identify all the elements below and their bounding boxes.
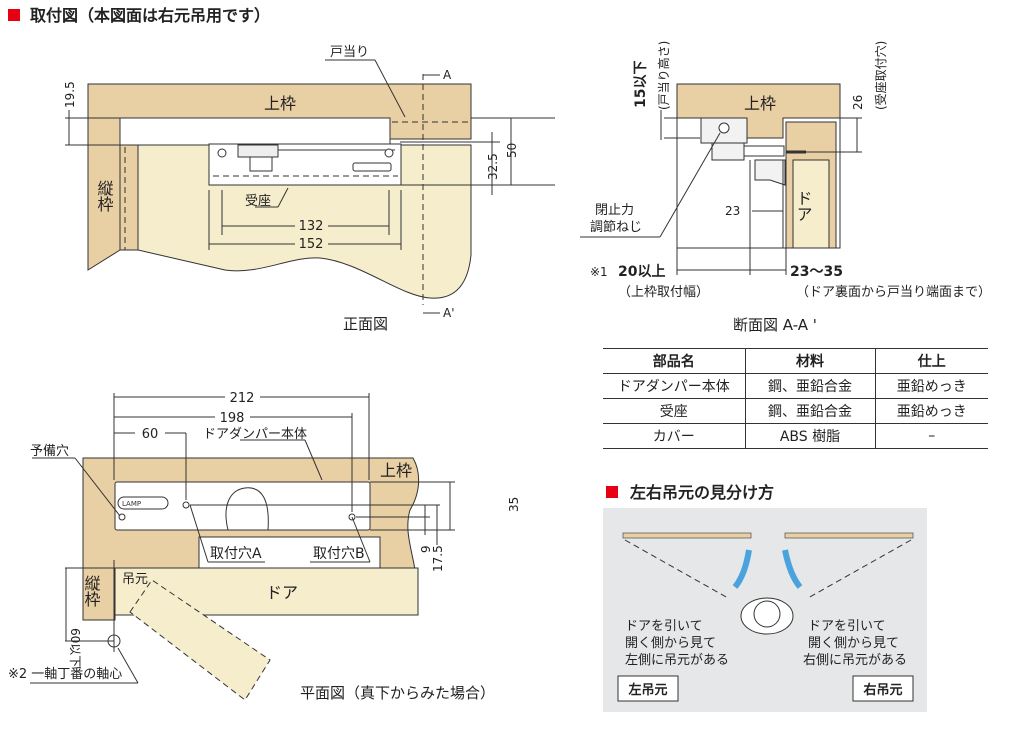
header-material: 材料 (744, 348, 875, 374)
dim-offset-23: 23 (725, 204, 740, 218)
label-receiver: 受座 (245, 194, 271, 209)
dim-19-5: 19.5 (63, 81, 77, 108)
dim-60: 60 (142, 427, 159, 442)
right-hand-badge: 右吊元 (862, 682, 902, 698)
adjust-screw-icon (718, 122, 730, 134)
front-view-heading: 取付図（本図面は右元吊用です） (30, 6, 270, 25)
spec-table: 部品名 材料 仕上 ドアダンパー本体 鋼、亜鉛合金 亜鉛めっき 受座 鋼、亜鉛合… (603, 348, 988, 449)
note-mark-1: ※1 (590, 265, 608, 279)
right-line-2: 開く側から見て (808, 636, 899, 651)
cell-material: 鋼、亜鉛合金 (744, 398, 875, 424)
front-view: 上枠 縦枠 戸当り 受座 A A' 132 152 19.5 32.5 50 正… (63, 45, 555, 333)
plan-label-top-frame: 上枠 (380, 461, 412, 480)
label-section-a-prime: A' (443, 306, 455, 320)
section-label-top-frame: 上枠 (744, 94, 776, 113)
right-line-3: 右側に吊元がある (803, 653, 907, 668)
cell-finish: 亜鉛めっき (874, 398, 988, 424)
heading-marker-icon (606, 486, 618, 498)
table-row: 受座 鋼、亜鉛合金 亜鉛めっき (603, 398, 988, 424)
cell-material: ABS 樹脂 (744, 423, 875, 449)
damper-cover (119, 117, 391, 146)
hand-guide-heading: 左右吊元の見分け方 (629, 483, 774, 502)
dim-60-max: 60以下 (68, 628, 82, 667)
section-view: 上枠 ドア 閉止力 調節ねじ 15以下 (戸当り高さ) 26 (受座取付穴) 2… (580, 41, 991, 334)
table-row: カバー ABS 樹脂 – (603, 423, 988, 449)
screw-icon (217, 148, 227, 158)
label-section-a: A (443, 68, 452, 82)
plan-view-caption: 平面図（真下からみた場合） (300, 684, 495, 702)
label-door-stop: 戸当り (330, 45, 369, 60)
left-line-1: ドアを引いて (625, 619, 703, 634)
label-screw-line1: 閉止力 (595, 203, 634, 218)
dim-17-5: 17.5 (431, 545, 445, 572)
side-frame-inner (119, 144, 139, 251)
cell-part: 受座 (603, 398, 745, 424)
cell-part: ドアダンパー本体 (603, 373, 745, 399)
spare-hole-icon (118, 513, 126, 521)
dim-stop-height-note: (戸当り高さ) (656, 41, 671, 110)
dim-212: 212 (230, 391, 255, 406)
cell-finish: 亜鉛めっき (874, 373, 988, 399)
dim-range: 23〜35 (790, 264, 843, 280)
section-top-frame (676, 83, 841, 139)
label-damper-body: ドアダンパー本体 (203, 427, 307, 442)
table-header-row: 部品名 材料 仕上 (603, 348, 988, 374)
header-part: 部品名 (603, 348, 745, 374)
section-view-caption: 断面図 A-A ' (733, 316, 817, 334)
plan-receiver (198, 536, 381, 569)
dim-stop-height: 15以下 (633, 61, 649, 108)
dim-198: 198 (220, 411, 245, 426)
left-line-2: 開く側から見て (625, 636, 716, 651)
cell-part: カバー (603, 423, 745, 449)
dim-range-note: （ドア裏面から戸当り端面まで） (796, 285, 991, 300)
left-hand-badge: 左吊元 (628, 682, 667, 698)
header-finish: 仕上 (874, 348, 988, 374)
dim-9: 9 (419, 545, 433, 553)
label-spare-hole: 予備穴 (30, 443, 69, 459)
hand-guide: ドアを引いて 開く側から見て 左側に吊元がある 左吊元 ドアを引いて 開く側から… (603, 508, 927, 712)
dim-50: 50 (505, 143, 519, 158)
logo-plate (352, 162, 392, 172)
dim-receiver-hole: 26 (851, 95, 865, 110)
cell-material: 鋼、亜鉛合金 (744, 373, 875, 399)
label-hinge-axis: ※2 一軸丁番の軸心 (8, 667, 122, 682)
right-line-1: ドアを引いて (808, 619, 886, 634)
cell-finish: – (874, 423, 988, 449)
dim-receiver-hole-note: (受座取付穴) (873, 41, 888, 110)
arrow-right-icon (782, 549, 803, 589)
plan-label-door: ドア (266, 583, 298, 602)
label-hole-a: 取付穴A (210, 546, 262, 562)
label-screw-line2: 調節ねじ (590, 220, 642, 235)
arrow-left-icon (732, 549, 752, 589)
table-row: ドアダンパー本体 鋼、亜鉛合金 亜鉛めっき (603, 373, 988, 399)
left-line-3: 左側に吊元がある (625, 653, 729, 668)
dim-min-width-note: （上枠取付幅） (618, 285, 709, 300)
label-side-frame: 縦枠 (95, 180, 114, 212)
dim-35: 35 (507, 497, 521, 512)
dim-32-5: 32.5 (486, 153, 500, 180)
section-label-door: ドア (794, 190, 813, 222)
plan-view: LAMP 212 198 60 ドアダンパー本体 予備穴 上枠 取付穴A 取付穴… (8, 391, 521, 702)
hole-a-icon (182, 501, 190, 509)
dim-min-width: 20以上 (618, 264, 665, 280)
label-hinge-side: 吊元 (122, 572, 148, 587)
front-view-caption: 正面図 (343, 315, 388, 333)
screw-icon (384, 148, 394, 158)
plan-label-side-frame: 縦枠 (82, 575, 101, 607)
plan-logo: LAMP (122, 500, 141, 508)
label-top-frame: 上枠 (264, 94, 296, 113)
label-hole-b: 取付穴B (313, 546, 365, 562)
dim-132: 132 (299, 219, 324, 234)
heading-marker-icon (8, 9, 20, 21)
dim-152: 152 (299, 237, 324, 252)
plan-door-open (129, 579, 271, 701)
